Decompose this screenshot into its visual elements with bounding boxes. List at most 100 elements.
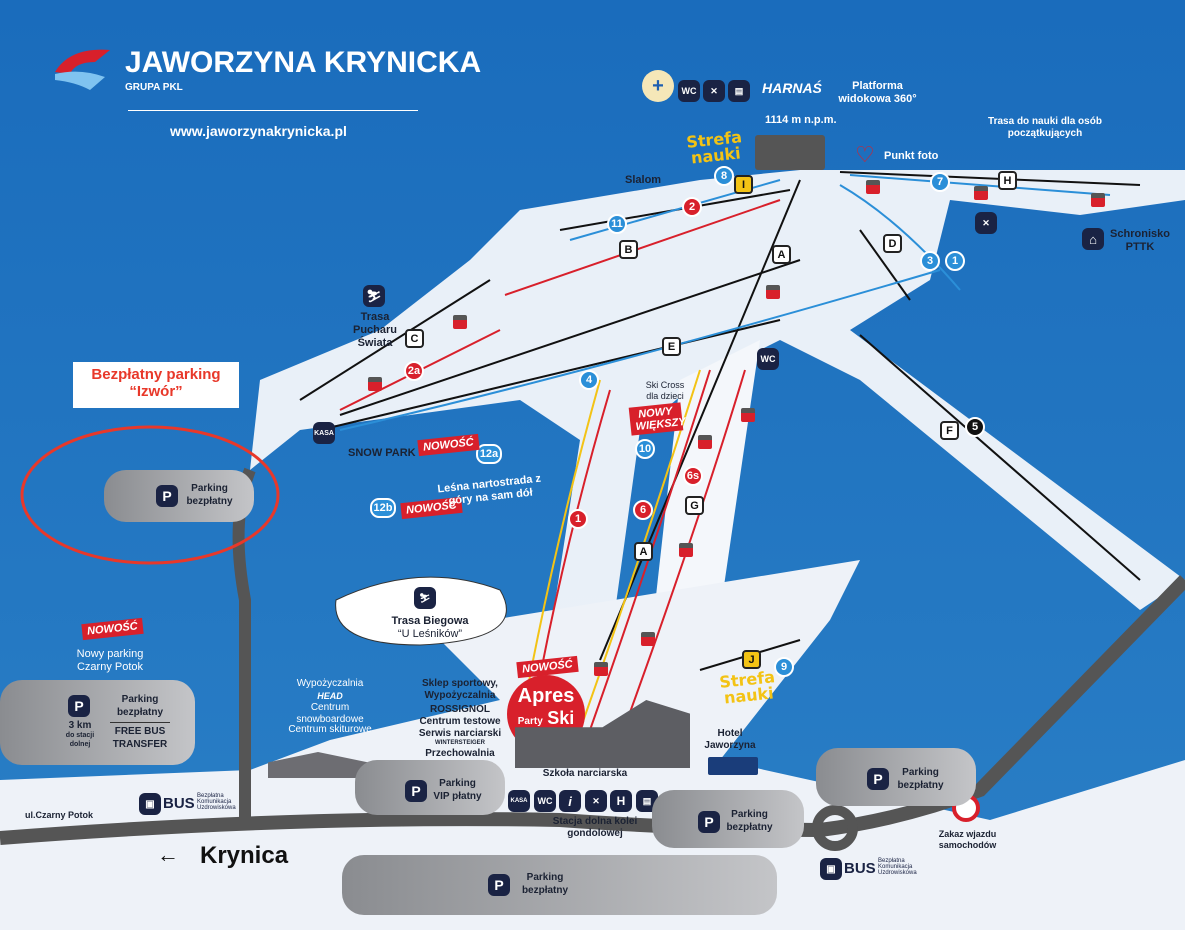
trail-6-marker[interactable]: 6 — [633, 500, 653, 520]
slalom-label: Slalom — [625, 174, 662, 186]
hotel-label: Hotel Jaworzyna — [704, 728, 756, 751]
lift-C-marker[interactable]: C — [405, 329, 424, 348]
lift-H-marker[interactable]: H — [998, 171, 1017, 190]
divider — [128, 110, 418, 111]
rossignol-logo: ROSSIGNOL — [429, 704, 490, 715]
gondola-icon — [766, 285, 780, 299]
parking-icon: P — [867, 768, 889, 790]
trail-3-marker[interactable]: 3 — [920, 251, 940, 271]
wc-icon: WC — [534, 790, 556, 812]
apres-text: Apres — [517, 685, 575, 707]
brand-title: JAWORZYNA KRYNICKA — [125, 46, 482, 79]
parking-vip-text: Parking VIP płatny — [433, 778, 482, 802]
parking-izwor-label: Bezpłatny parking “Izwór” — [73, 362, 239, 408]
locker-icon: ▤ — [728, 80, 750, 102]
parking-icon: P — [698, 811, 720, 833]
hotel-icon: H — [610, 790, 632, 812]
trail-10-marker[interactable]: 10 — [635, 439, 655, 459]
distance-label: 3 km — [68, 720, 92, 731]
gondola-icon — [1091, 193, 1105, 207]
gondola-icon — [741, 408, 755, 422]
gondola-icon — [368, 377, 382, 391]
hotel-logo — [708, 757, 758, 775]
trail-12a-marker[interactable]: 12a — [476, 444, 502, 464]
wc-icon: WC — [757, 348, 779, 370]
lift-G-marker[interactable]: G — [685, 496, 704, 515]
parking-area[interactable] — [816, 748, 976, 806]
road — [0, 575, 1185, 845]
lift-E-marker[interactable]: E — [662, 337, 681, 356]
wc-icon: WC — [678, 80, 700, 102]
test-center-label: Centrum testowe — [419, 716, 501, 727]
trail-7-marker[interactable]: 7 — [930, 172, 950, 192]
parking-icon: P — [156, 485, 178, 507]
heart-icon: ♡ — [855, 142, 875, 167]
restaurant-icon: ✕ — [585, 790, 607, 812]
skier-icon: ⛷ — [363, 285, 385, 307]
bus-icon: ▣ — [139, 793, 161, 815]
lift-F-marker[interactable]: F — [940, 421, 959, 440]
trail-2a-marker[interactable]: 2a — [404, 361, 424, 381]
gondola-icon — [641, 632, 655, 646]
sport-shop-label: Sklep sportowy, Wypożyczalnia — [422, 678, 498, 701]
lift-A-marker[interactable]: A — [772, 245, 791, 264]
ski-slope-area — [250, 170, 1185, 740]
parking-text: Parking bezpłatny — [521, 872, 569, 896]
street-label: ul.Czarny Potok — [25, 810, 94, 820]
harnas-logo: HARNAŚ — [762, 80, 822, 96]
trail-11-marker[interactable]: 11 — [607, 214, 627, 234]
viewing-platform-label: Platforma widokowa 360° — [838, 80, 917, 106]
skitour-center-label: Centrum skiturowe — [288, 724, 372, 735]
lift-B-marker[interactable]: B — [619, 240, 638, 259]
parking-vip-area[interactable] — [355, 760, 505, 815]
gondola-icon — [698, 435, 712, 449]
logo-icon — [50, 42, 115, 92]
parking-text: Parking bezpłatny — [897, 767, 944, 791]
parking-area[interactable] — [342, 855, 777, 915]
roundabout — [812, 805, 858, 851]
bus-icon: ▣ — [820, 858, 842, 880]
parking-area[interactable] — [652, 790, 804, 848]
lift-I-marker[interactable]: I — [734, 175, 753, 194]
mountain-rescue-icon: + — [642, 70, 674, 102]
trail-5-marker[interactable]: 5 — [965, 417, 985, 437]
parking-icon: P — [405, 780, 427, 802]
trail-12b-marker[interactable]: 12b — [370, 498, 396, 518]
website-link[interactable]: www.jaworzynakrynicka.pl — [170, 123, 347, 139]
gondola-icon — [594, 662, 608, 676]
parking-icon: P — [488, 874, 510, 896]
trail-9-marker[interactable]: 9 — [774, 657, 794, 677]
rental-label: Wypożyczalnia — [296, 678, 364, 689]
new-bigger-badge: NOWY WIĘKSZY — [628, 402, 686, 436]
ski-text: Ski — [547, 708, 575, 728]
trail-2-marker[interactable]: 2 — [682, 197, 702, 217]
brand-subtitle: GRUPA PKL — [125, 82, 183, 93]
bus-label: BUS — [163, 795, 195, 812]
trail-6s-marker[interactable]: 6s — [683, 466, 703, 486]
arrow-left-icon: ← — [157, 842, 179, 867]
parking-text: Parking bezpłatny — [726, 809, 773, 833]
trail-4-marker[interactable]: 4 — [579, 370, 599, 390]
photo-point-label: Punkt foto — [884, 150, 939, 162]
gondola-icon — [974, 186, 988, 200]
trail-1-blue-marker[interactable]: 1 — [945, 251, 965, 271]
ticket-office-icon: KASA — [508, 790, 530, 812]
lift-J-marker[interactable]: J — [742, 650, 761, 669]
lift-D-marker[interactable]: D — [883, 234, 902, 253]
parking-icon: P — [68, 695, 90, 717]
lift-A-lower-marker[interactable]: A — [634, 542, 653, 561]
beginner-trail-label: Trasa do nauki dla osób początkujących — [988, 116, 1102, 139]
head-logo: HEAD — [317, 691, 343, 701]
party-text: Party — [517, 716, 543, 727]
trail-1-marker[interactable]: 1 — [568, 509, 588, 529]
altitude-label: 1114 m n.p.m. — [765, 114, 837, 126]
parking-izwor-text: Parking bezpłatny — [186, 483, 233, 507]
restaurant-icon: ✕ — [975, 212, 997, 234]
highlight-circle — [20, 425, 280, 565]
world-cup-trail-label: Trasa Pucharu Świata — [352, 311, 397, 350]
cross-country-trail-label: Trasa Biegowa — [391, 615, 469, 627]
shelter-home-icon: ⌂ — [1082, 228, 1104, 250]
trail-8-marker[interactable]: 8 — [714, 166, 734, 186]
ticket-office-icon: KASA — [313, 422, 335, 444]
parking-izwor-area[interactable] — [104, 470, 254, 522]
